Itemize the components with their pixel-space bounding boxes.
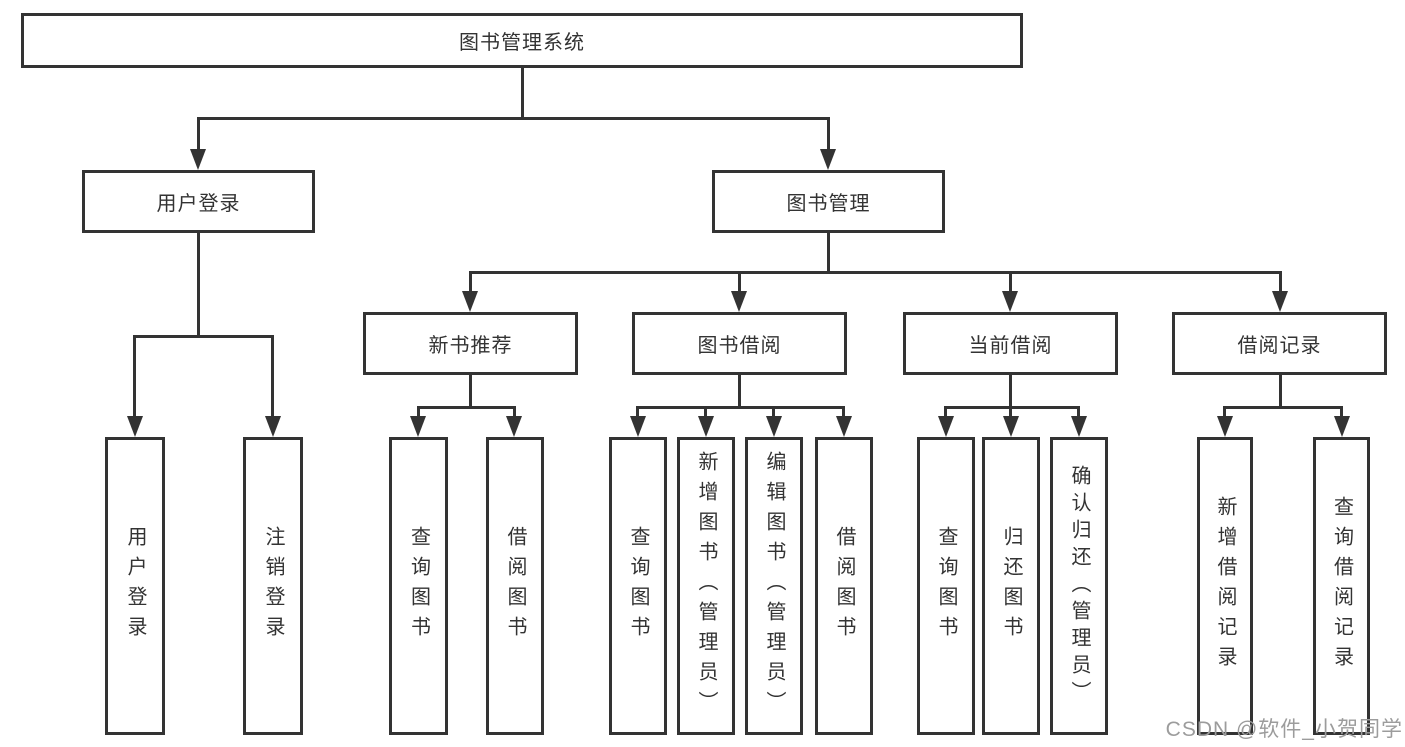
leaf-query-books-recommend: 查询图书 xyxy=(389,437,448,735)
connector-drop xyxy=(1340,406,1343,421)
connector-stem xyxy=(1279,374,1282,408)
arrow-down-icon xyxy=(1272,291,1288,312)
leaf-label: 用户登录 xyxy=(124,526,146,646)
node-label: 图书管理 xyxy=(786,193,871,215)
leaf-user-login: 用户登录 xyxy=(105,437,165,735)
arrow-down-icon xyxy=(265,416,281,437)
arrow-down-icon xyxy=(1071,416,1087,437)
connector-rail xyxy=(944,406,1080,409)
leaf-edit-book-admin: 编辑图书（管理员） xyxy=(745,437,803,735)
leaf-label: 注销登录 xyxy=(262,526,284,646)
node-label: 当前借阅 xyxy=(968,335,1053,357)
node-user-login: 用户登录 xyxy=(82,170,315,233)
connector-stem xyxy=(1009,374,1012,408)
node-label: 用户登录 xyxy=(156,193,241,215)
node-label: 新书推荐 xyxy=(428,335,513,357)
connector-drop xyxy=(1077,406,1080,421)
leaf-label: 归还图书 xyxy=(1000,526,1022,646)
arrow-down-icon xyxy=(190,149,206,170)
leaf-query-books-current: 查询图书 xyxy=(917,437,975,735)
leaf-label: 借阅图书 xyxy=(504,526,526,646)
leaf-label: 确认归还（管理员） xyxy=(1068,464,1090,708)
leaf-label: 借阅图书 xyxy=(833,526,855,646)
leaf-label: 查询借阅记录 xyxy=(1330,496,1353,676)
connector-root-stem xyxy=(521,66,524,119)
connector-rail xyxy=(636,406,845,409)
leaf-query-borrow-record: 查询借阅记录 xyxy=(1313,437,1370,735)
connector-rail xyxy=(417,406,516,409)
connector-drop xyxy=(827,117,830,155)
connector-drop xyxy=(636,406,639,421)
arrow-down-icon xyxy=(1217,416,1233,437)
connector-rail xyxy=(1223,406,1343,409)
arrow-down-icon xyxy=(1334,416,1350,437)
leaf-logout: 注销登录 xyxy=(243,437,303,735)
connector-drop xyxy=(513,406,516,421)
leaf-label: 查询图书 xyxy=(935,526,957,646)
connector-stem xyxy=(469,374,472,408)
connector-drop xyxy=(842,406,845,421)
connector-drop xyxy=(1009,406,1012,421)
leaf-return-book: 归还图书 xyxy=(982,437,1040,735)
connector-level3-rail xyxy=(469,271,1282,274)
arrow-down-icon xyxy=(1002,291,1018,312)
csdn-watermark: CSDN @软件_小贺同学 xyxy=(1165,718,1403,741)
connector-user-login-stem xyxy=(197,231,200,336)
connector-stem xyxy=(738,374,741,408)
arrow-down-icon xyxy=(127,416,143,437)
arrow-down-icon xyxy=(938,416,954,437)
arrow-down-icon xyxy=(698,416,714,437)
leaf-label: 查询图书 xyxy=(627,526,649,646)
connector-drop xyxy=(197,117,200,155)
node-label: 借阅记录 xyxy=(1237,335,1322,357)
leaf-add-book-admin: 新增图书（管理员） xyxy=(677,437,735,735)
arrow-down-icon xyxy=(766,416,782,437)
connector-drop xyxy=(772,406,775,421)
arrow-down-icon xyxy=(820,149,836,170)
arrow-down-icon xyxy=(410,416,426,437)
arrow-down-icon xyxy=(731,291,747,312)
connector-drop xyxy=(417,406,420,421)
connector-user-login-rail xyxy=(133,335,274,338)
node-book-borrowing: 图书借阅 xyxy=(632,312,847,375)
arrow-down-icon xyxy=(1003,416,1019,437)
connector-drop xyxy=(704,406,707,421)
connector-drop xyxy=(271,335,274,420)
connector-drop xyxy=(1009,271,1012,296)
node-label: 图书借阅 xyxy=(697,335,782,357)
arrow-down-icon xyxy=(630,416,646,437)
leaf-borrow-books: 借阅图书 xyxy=(815,437,873,735)
arrow-down-icon xyxy=(836,416,852,437)
connector-drop xyxy=(1279,271,1282,296)
node-current-borrowing: 当前借阅 xyxy=(903,312,1118,375)
connector-drop xyxy=(738,271,741,296)
leaf-label: 新增图书（管理员） xyxy=(695,451,717,721)
connector-level1-rail xyxy=(197,117,830,120)
leaf-confirm-return-admin: 确认归还（管理员） xyxy=(1050,437,1108,735)
leaf-label: 编辑图书（管理员） xyxy=(763,451,785,721)
leaf-query-books-borrowing: 查询图书 xyxy=(609,437,667,735)
node-book-management: 图书管理 xyxy=(712,170,945,233)
connector-book-management-stem xyxy=(827,231,830,273)
leaf-add-borrow-record: 新增借阅记录 xyxy=(1197,437,1253,735)
connector-drop xyxy=(944,406,947,421)
leaf-borrow-books-recommend: 借阅图书 xyxy=(486,437,544,735)
connector-drop xyxy=(1223,406,1226,421)
node-label: 图书管理系统 xyxy=(459,32,585,54)
leaf-label: 查询图书 xyxy=(407,526,430,646)
arrow-down-icon xyxy=(506,416,522,437)
node-new-book-recommend: 新书推荐 xyxy=(363,312,578,375)
connector-drop xyxy=(469,271,472,296)
arrow-down-icon xyxy=(462,291,478,312)
node-borrowing-records: 借阅记录 xyxy=(1172,312,1387,375)
node-library-management-system: 图书管理系统 xyxy=(21,13,1023,68)
leaf-label: 新增借阅记录 xyxy=(1214,496,1236,676)
connector-drop xyxy=(133,335,136,420)
